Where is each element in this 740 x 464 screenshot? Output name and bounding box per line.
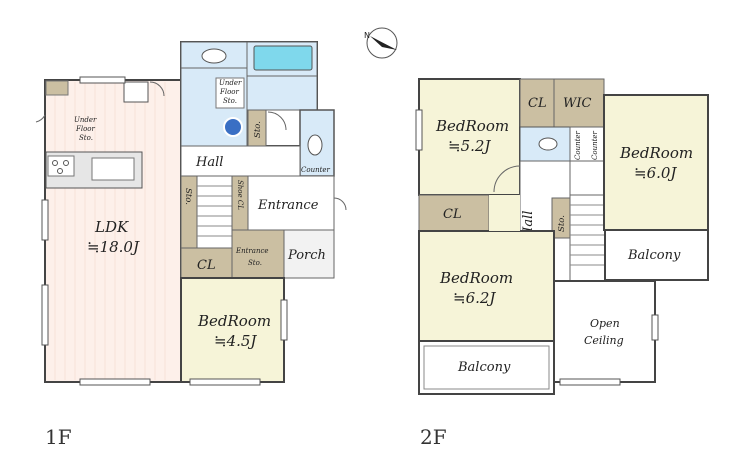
bedroom-2f-c: [418, 230, 555, 342]
toilet-icon: [538, 137, 558, 151]
entrance-sto-label-1: Entrance: [235, 247, 269, 255]
balcony-right-label: Balcony: [627, 248, 681, 263]
stairs-1f: [196, 175, 233, 249]
bedroom-1f-size: ≒4.5J: [214, 332, 257, 350]
porch: [283, 229, 335, 279]
burner-icon: [52, 160, 58, 166]
bedroom-2f-a-size: ≒5.2J: [448, 137, 491, 155]
door-swing: [35, 114, 46, 123]
bedroom-2f-c-size: ≒6.2J: [453, 289, 496, 307]
floor-2f: BedRoom ≒5.2J CL WIC Counter Counter Hal…: [415, 78, 709, 449]
balcony-bottom-label: Balcony: [457, 360, 511, 375]
entrance-sto-label-2: Sto.: [248, 259, 262, 267]
door-swing: [333, 197, 347, 211]
bedroom-2f-a-name: BedRoom: [435, 117, 509, 135]
balcony-right: [604, 229, 709, 281]
svg-text:N: N: [364, 31, 370, 40]
window: [559, 378, 621, 386]
porch-label: Porch: [287, 248, 326, 263]
window: [41, 284, 49, 346]
open-ceiling-label-2: Ceiling: [584, 334, 624, 347]
bath-under-floor-label-2: Floor: [219, 88, 240, 96]
ldk-floor-stripes: [54, 82, 166, 380]
bath-under-floor-label-3: Sto.: [223, 97, 237, 105]
window: [79, 76, 126, 84]
bedroom-2f-b-name: BedRoom: [619, 144, 693, 162]
balcony-bottom-inner: [423, 345, 550, 390]
bedroom-1f-name: BedRoom: [197, 312, 271, 330]
entrance-label: Entrance: [257, 198, 319, 213]
floor-1f: Under Floor Sto. LDK ≒18.0J Under Floor …: [35, 41, 347, 449]
fridge-space: [123, 81, 149, 103]
ldk-size: ≒18.0J: [87, 238, 140, 256]
cl-2f-top: [519, 78, 555, 128]
floor-1f-label: 1F: [45, 425, 72, 449]
pantry-block: [45, 80, 69, 96]
bedroom-1f: [180, 277, 285, 383]
floor-2f-label: 2F: [420, 425, 447, 449]
door-swing: [493, 165, 521, 193]
burner-icon: [57, 168, 63, 174]
under-floor-storage-box: [215, 77, 245, 109]
toilet-icon: [307, 134, 323, 156]
cl-2f-top-label: CL: [528, 96, 547, 111]
open-ceiling: [553, 280, 656, 383]
washroom-floor: [246, 75, 318, 111]
bedroom-2f-c-nook: [489, 195, 520, 231]
counter-2f-label-2: Counter: [591, 130, 599, 160]
washing-machine-icon: [223, 117, 243, 137]
balcony-bottom: [418, 340, 555, 395]
bath-under-floor-label-1: Under: [219, 79, 242, 87]
counter-label-1f: Counter: [301, 166, 331, 174]
entrance: [247, 175, 335, 231]
ldk-name: LDK: [94, 218, 129, 236]
stair-steps: [197, 185, 232, 237]
counter-2f-label-1: Counter: [574, 130, 582, 160]
bedroom-2f-b-size: ≒6.0J: [634, 164, 677, 182]
ldk-room: [44, 79, 182, 383]
shoe-cl-label: Shoe CL: [236, 180, 244, 210]
bedroom-2f-c-name: BedRoom: [439, 269, 513, 287]
window: [415, 109, 423, 151]
cl-1f-label: CL: [197, 258, 216, 273]
burner-icon: [63, 160, 69, 166]
window: [41, 199, 49, 241]
stairs-2f: [569, 194, 606, 282]
sto-bath-label: Sto.: [253, 121, 263, 138]
ldk-under-floor-label-3: Sto.: [79, 134, 93, 142]
door-swing: [149, 81, 165, 97]
cl-2f-left-label: CL: [443, 207, 462, 222]
counter-block: [569, 126, 605, 162]
cl-2f-left: [418, 194, 490, 232]
door-swing: [267, 111, 287, 131]
ldk-under-floor-label-2: Floor: [75, 125, 96, 133]
bedroom-2f-b: [603, 94, 709, 231]
window: [189, 378, 261, 386]
sink-icon: [91, 157, 135, 181]
washbasin-icon: [201, 48, 227, 64]
window: [651, 314, 659, 341]
window: [280, 299, 288, 341]
cl-1f: [180, 247, 233, 279]
stair-steps: [570, 204, 605, 266]
hall-1f: [180, 145, 301, 177]
sto-stair: [180, 175, 198, 249]
sto-2f-label: Sto.: [557, 215, 567, 232]
wic-label: WIC: [563, 96, 591, 111]
north-arrow-icon: N: [364, 27, 398, 59]
ldk-under-floor-label-1: Under: [74, 116, 97, 124]
window: [79, 378, 151, 386]
open-ceiling-label-1: Open: [590, 317, 620, 330]
sto-stair-label: Sto.: [183, 188, 193, 205]
hall-1f-label: Hall: [195, 155, 223, 170]
bathtub-icon: [253, 45, 313, 71]
